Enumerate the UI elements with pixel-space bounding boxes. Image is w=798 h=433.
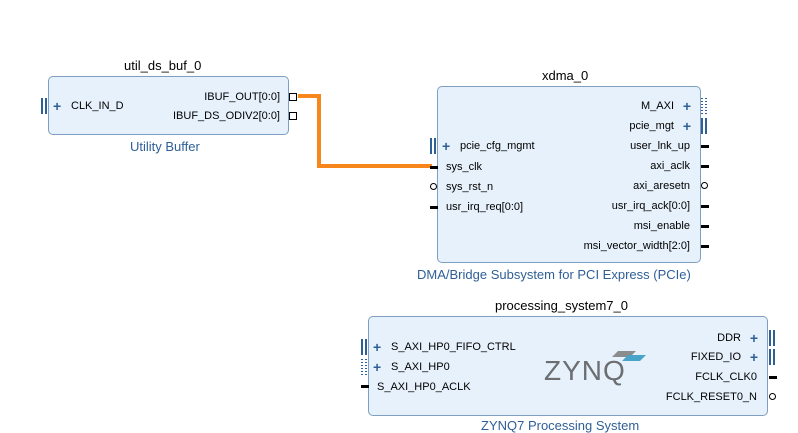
zynq-logo-mark xyxy=(612,351,646,361)
clk-in-d-bus-icon xyxy=(45,98,47,114)
zynq-logo-text: ZYNQ xyxy=(544,355,626,386)
ibuf-out-port[interactable] xyxy=(289,93,297,101)
processing-system7-block[interactable]: + S_AXI_HP0_FIFO_CTRL + S_AXI_HP0 S_AXI_… xyxy=(361,316,777,416)
user-lnk-up-port[interactable] xyxy=(701,145,709,148)
pcie-cfg-mgmt-bus-icon xyxy=(434,138,436,154)
pin-fclk-reset0-n[interactable]: FCLK_RESET0_N xyxy=(665,391,757,403)
fclk-clk0-port[interactable] xyxy=(769,376,777,379)
fixed-io-expand-icon[interactable]: + xyxy=(749,349,758,365)
xdma-ip-name: DMA/Bridge Subsystem for PCI Express (PC… xyxy=(417,267,691,282)
pin-axi-aresetn[interactable]: axi_aresetn xyxy=(633,180,690,192)
pin-axi-aclk[interactable]: axi_aclk xyxy=(650,160,690,172)
m-axi-bus-icon xyxy=(705,98,707,114)
ddr-expand-icon[interactable]: + xyxy=(749,330,758,346)
pin-usr-irq-ack[interactable]: usr_irq_ack[0:0] xyxy=(611,200,690,212)
pin-msi-vector-width[interactable]: msi_vector_width[2:0] xyxy=(583,240,690,252)
xdma-block[interactable]: + pcie_cfg_mgmt sys_clk sys_rst_n usr_ir… xyxy=(430,86,709,263)
s-axi-hp0-bus-icon xyxy=(365,359,367,375)
ddr-bus-icon xyxy=(773,330,775,346)
hp0-fifo-ctrl-bus-icon xyxy=(361,339,363,355)
pin-user-lnk-up[interactable]: user_lnk_up xyxy=(630,140,690,152)
ddr-bus-icon xyxy=(769,330,771,346)
pin-sys-rst-n[interactable]: sys_rst_n xyxy=(446,181,494,193)
pin-ddr[interactable]: DDR xyxy=(717,332,741,344)
pcie-cfg-mgmt-expand-icon[interactable]: + xyxy=(442,138,451,154)
msi-enable-port[interactable] xyxy=(701,225,709,228)
pin-m-axi[interactable]: M_AXI xyxy=(640,100,674,112)
pin-pcie-mgt[interactable]: pcie_mgt xyxy=(629,120,674,132)
pcie-mgt-bus-icon xyxy=(705,118,707,134)
pin-ibuf-ds-odiv2[interactable]: IBUF_DS_ODIV2[0:0] xyxy=(173,110,280,122)
sys-clk-port[interactable] xyxy=(430,166,438,169)
m-axi-bus-icon xyxy=(701,98,703,114)
pin-usr-irq-req[interactable]: usr_irq_req[0:0] xyxy=(446,201,524,213)
s-axi-hp0-bus-icon xyxy=(361,359,363,375)
pcie-mgt-bus-icon xyxy=(701,118,703,134)
pcie-cfg-mgmt-bus-icon xyxy=(430,138,432,154)
pin-fixed-io[interactable]: FIXED_IO xyxy=(690,351,741,363)
wire-ibuf-out-to-sys-clk[interactable] xyxy=(298,94,432,168)
ps7-ip-name: ZYNQ7 Processing System xyxy=(481,418,640,433)
pin-fclk-clk0[interactable]: FCLK_CLK0 xyxy=(695,371,757,383)
util-ip-name: Utility Buffer xyxy=(130,139,200,154)
fclk-reset0-n-port[interactable] xyxy=(769,393,776,400)
s-axi-hp0-aclk-port[interactable] xyxy=(361,385,369,388)
pcie-mgt-expand-icon[interactable]: + xyxy=(682,118,691,134)
msi-vector-width-port[interactable] xyxy=(701,245,709,248)
ps7-instance-name: processing_system7_0 xyxy=(495,298,628,313)
axi-aresetn-port[interactable] xyxy=(701,182,708,189)
usr-irq-ack-port[interactable] xyxy=(701,205,709,208)
hp0-fifo-ctrl-expand-icon[interactable]: + xyxy=(373,339,382,355)
ibuf-ds-odiv2-port[interactable] xyxy=(289,112,297,120)
util-instance-name: util_ds_buf_0 xyxy=(124,58,202,73)
axi-aclk-port[interactable] xyxy=(701,165,709,168)
xdma-instance-name: xdma_0 xyxy=(542,68,589,83)
pin-clk-in-d[interactable]: CLK_IN_D xyxy=(71,100,124,112)
pin-pcie-cfg-mgmt[interactable]: pcie_cfg_mgmt xyxy=(460,140,535,152)
sys-rst-n-port[interactable] xyxy=(430,183,437,190)
pin-ibuf-out[interactable]: IBUF_OUT[0:0] xyxy=(204,91,280,103)
pin-msi-enable[interactable]: msi_enable xyxy=(633,220,690,232)
fixed-io-bus-icon xyxy=(773,349,775,365)
pin-s-axi-hp0-fifo-ctrl[interactable]: S_AXI_HP0_FIFO_CTRL xyxy=(391,341,516,353)
hp0-fifo-ctrl-bus-icon xyxy=(365,339,367,355)
pin-s-axi-hp0[interactable]: S_AXI_HP0 xyxy=(391,361,450,373)
usr-irq-req-port[interactable] xyxy=(430,206,438,209)
m-axi-expand-icon[interactable]: + xyxy=(682,98,691,114)
fixed-io-bus-icon xyxy=(769,349,771,365)
pin-sys-clk[interactable]: sys_clk xyxy=(446,161,483,173)
clk-in-d-expand-icon[interactable]: + xyxy=(53,98,62,114)
clk-in-d-bus-icon xyxy=(41,98,43,114)
s-axi-hp0-expand-icon[interactable]: + xyxy=(373,359,382,375)
zynq-logo: ZYNQ xyxy=(544,351,654,391)
pin-s-axi-hp0-aclk[interactable]: S_AXI_HP0_ACLK xyxy=(377,381,471,393)
util-ds-buf-block[interactable]: + CLK_IN_D IBUF_OUT[0:0] IBUF_DS_ODIV2[0… xyxy=(41,76,297,135)
